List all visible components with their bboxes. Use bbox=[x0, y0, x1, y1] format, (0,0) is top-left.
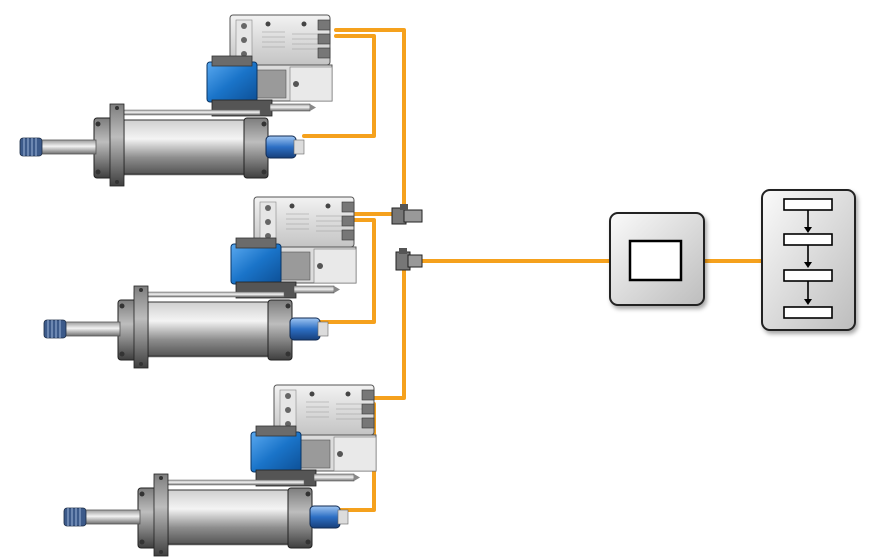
actuator-2 bbox=[43, 196, 357, 369]
cable-actuator-1-sensor bbox=[302, 34, 376, 138]
cable-actuator-1-valve bbox=[334, 28, 406, 216]
actuator-3 bbox=[63, 384, 377, 557]
controller-window-icon bbox=[628, 239, 683, 282]
actuator-1 bbox=[19, 14, 333, 187]
flowchart-icon bbox=[783, 198, 833, 319]
plc-module bbox=[761, 189, 856, 331]
t-connector-lower bbox=[395, 248, 423, 271]
t-connector-upper bbox=[391, 204, 423, 225]
cable-actuator-2-sensor bbox=[302, 218, 376, 324]
controller-module bbox=[609, 212, 705, 306]
